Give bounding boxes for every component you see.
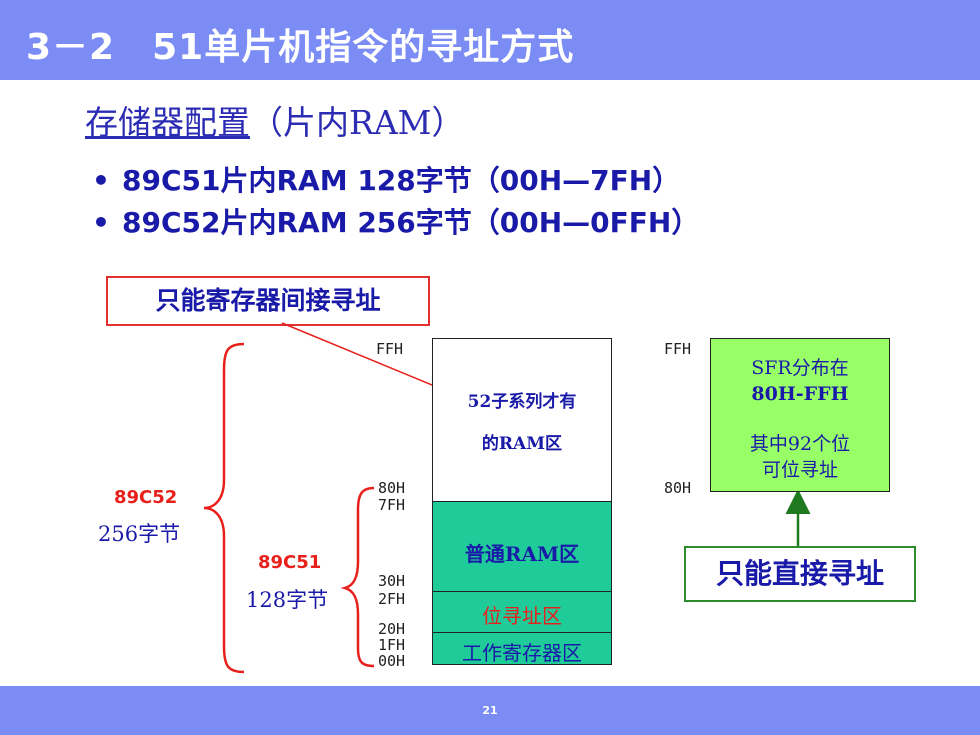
subtitle-paren: （片内RAM） — [250, 103, 465, 142]
sfr-line3: 其中92个位 — [749, 433, 851, 455]
slide-title: 3－2 51单片机指令的寻址方式 — [26, 27, 575, 68]
chip-89c51-name: 89C51 — [258, 552, 322, 573]
indirect-only-note: 只能寄存器间接寻址 — [106, 276, 430, 326]
brace-89c51 — [340, 486, 375, 668]
ram-upper-line1: 52子系列才有 — [467, 392, 577, 412]
addr-ffh: FFH — [376, 340, 404, 358]
addr-20h: 20H — [378, 620, 406, 638]
ram-upper-region: 52子系列才有 的RAM区 — [432, 338, 612, 502]
sfr-line4: 可位寻址 — [761, 459, 838, 481]
ram-bit-region: 位寻址区 — [432, 591, 612, 633]
chip-89c52-size: 256字节 — [98, 522, 181, 546]
addr-7fh: 7FH — [378, 496, 406, 514]
addr-30h: 30H — [378, 572, 406, 590]
bullet-text: 89C51片内RAM 128字节（00H—7FH） — [122, 164, 681, 197]
ram-general-label: 普通RAM区 — [464, 542, 580, 566]
sfr-region: SFR分布在 80H-FFH 其中92个位 可位寻址 — [710, 338, 890, 492]
ram-work-label: 工作寄存器区 — [462, 641, 582, 665]
sfr-line2: 80H-FFH — [751, 383, 849, 405]
page-number: 21 — [482, 704, 498, 717]
bullet-dot: • — [92, 206, 110, 239]
addr-00h: 00H — [378, 652, 406, 670]
ram-general-region: 普通RAM区 — [432, 501, 612, 592]
sfr-addr-80h: 80H — [664, 479, 692, 497]
ram-work-region: 工作寄存器区 — [432, 632, 612, 665]
bullet-list: • 89C51片内RAM 128字节（00H—7FH） • 89C52片内RAM 2… — [92, 160, 699, 244]
ram-upper-line2: 的RAM区 — [481, 434, 563, 454]
subtitle-main: 存储器配置 — [85, 103, 250, 142]
ram-bit-label: 位寻址区 — [482, 604, 562, 628]
bullet-dot: • — [92, 164, 110, 197]
addr-1fh: 1FH — [378, 636, 406, 654]
sfr-addr-ffh: FFH — [664, 340, 692, 358]
slide-header: 3－2 51单片机指令的寻址方式 — [0, 0, 980, 80]
section-subtitle: 存储器配置（片内RAM） — [85, 96, 464, 144]
chip-89c51-size: 128字节 — [246, 588, 329, 612]
bullet-text: 89C52片内RAM 256字节（00H—0FFH） — [122, 206, 700, 239]
addr-80h: 80H — [378, 479, 406, 497]
bullet-item: • 89C52片内RAM 256字节（00H—0FFH） — [92, 202, 699, 244]
chip-89c52-name: 89C52 — [114, 487, 178, 508]
direct-only-note: 只能直接寻址 — [684, 546, 916, 602]
bullet-item: • 89C51片内RAM 128字节（00H—7FH） — [92, 160, 699, 202]
brace-89c52 — [203, 342, 245, 674]
slide-footer: 21 — [0, 686, 980, 735]
sfr-line1: SFR分布在 — [751, 357, 849, 379]
addr-2fh: 2FH — [378, 590, 406, 608]
